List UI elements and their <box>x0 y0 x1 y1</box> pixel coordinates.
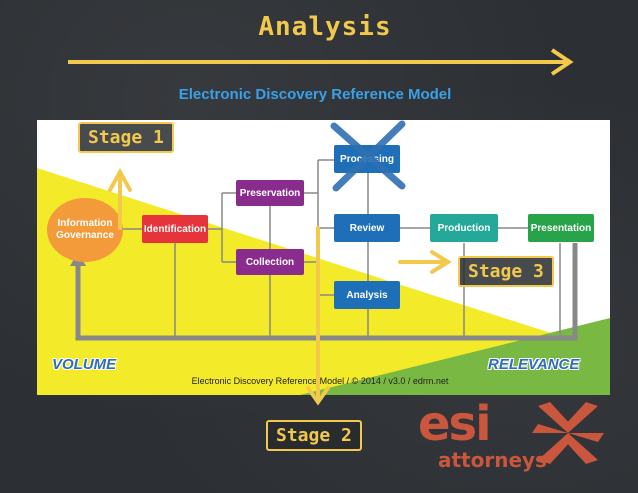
stage3-label: Stage 3 <box>458 256 554 287</box>
node-collection: Collection <box>236 249 304 275</box>
slide-title: Analysis <box>258 12 392 42</box>
esi-logo-mark-icon <box>532 402 604 464</box>
diagram-title: Electronic Discovery Reference Model <box>178 86 452 103</box>
esi-logo-text: esi <box>418 396 492 452</box>
node-identification: Identification <box>142 215 208 243</box>
node-preservation: Preservation <box>236 180 304 206</box>
stage1-label: Stage 1 <box>78 122 174 153</box>
node-information-governance: Information Governance <box>47 198 123 262</box>
stage2-label: Stage 2 <box>266 420 362 451</box>
relevance-label: RELEVANCE <box>488 356 580 373</box>
node-analysis: Analysis <box>334 281 400 309</box>
volume-label: VOLUME <box>52 356 117 373</box>
node-review: Review <box>334 214 400 242</box>
node-presentation: Presentation <box>528 214 594 242</box>
node-production: Production <box>430 214 498 242</box>
esi-logo-tagline: attorneys <box>438 448 547 472</box>
